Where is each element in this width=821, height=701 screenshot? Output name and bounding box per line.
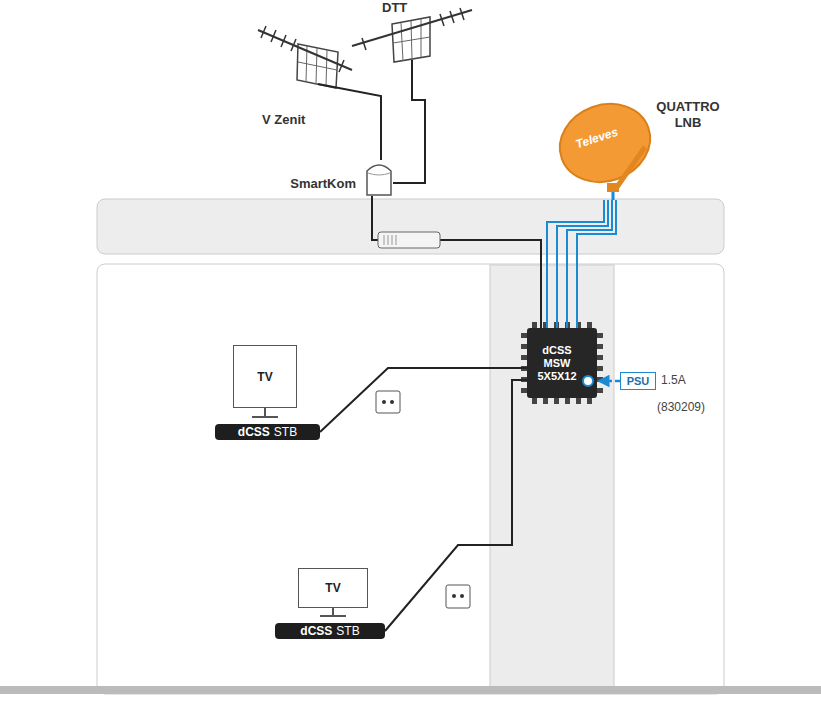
node-texts: PSU: [627, 375, 650, 387]
floor-bar: [0, 686, 821, 694]
yagi-boom: [352, 10, 472, 46]
lnb: [607, 183, 619, 192]
msw-port: [597, 388, 603, 393]
node-subtitle: QUATTRO LNB: [653, 99, 723, 131]
msw-port: [543, 398, 548, 404]
satellite-dish: TelevesQUATTRO LNB: [555, 95, 727, 200]
antenna-grid: [298, 46, 337, 86]
cable: [372, 196, 541, 328]
smartkom-housing: [367, 165, 391, 195]
antenna-label: DTT: [382, 0, 407, 15]
node-title: dCSS: [238, 425, 270, 439]
antenna-cable: [393, 60, 425, 183]
outlet-socket: [390, 400, 394, 404]
set-top-box: dCSS STB: [215, 424, 320, 440]
current-rating: 1.5A: [661, 373, 686, 387]
yagi-elements: [362, 8, 464, 50]
tv-stand: [320, 608, 346, 616]
outlet-socket: [460, 594, 464, 598]
part-number: (830209): [657, 400, 705, 414]
node-title: SmartKom: [290, 176, 356, 191]
yagi-elements: [261, 26, 344, 72]
amplifier: [378, 232, 440, 248]
yagi-boom: [258, 30, 352, 70]
amplifier-fins: [384, 235, 396, 245]
cable: [557, 200, 608, 328]
msw-port: [532, 398, 537, 404]
roof-band: [97, 199, 724, 254]
node-subtitle: STB: [274, 425, 297, 439]
node-texts: TV: [325, 581, 340, 595]
dish-reflector: [555, 95, 661, 194]
power-inlet: [583, 376, 593, 386]
cable: [547, 200, 604, 328]
node-texts: TV: [257, 370, 272, 384]
cable: [597, 380, 620, 383]
riser-column: [490, 265, 614, 688]
node-texts: dCSS STB: [300, 624, 359, 638]
antenna-cable: [318, 84, 381, 160]
lnb-arm: [617, 147, 645, 187]
multiswitch: dCSS MSW 5X5X12: [527, 328, 597, 398]
cable: [385, 380, 527, 631]
panel-antenna: [297, 44, 338, 88]
node-title: PSU: [627, 375, 650, 387]
building: [97, 264, 724, 694]
node-title: TV: [257, 370, 272, 384]
node-texts: dCSS MSW 5X5X12: [535, 344, 579, 383]
wall-outlet: [446, 585, 470, 608]
antenna-label: V Zenit: [262, 112, 305, 127]
msw-port: [576, 398, 581, 404]
msw-port: [597, 355, 603, 360]
cable: [567, 200, 612, 328]
tv-screen: TV: [233, 345, 297, 408]
node-texts: dCSS STB: [238, 425, 297, 439]
cable: [577, 200, 616, 328]
msw-port: [597, 344, 603, 349]
housing-seam: [368, 173, 390, 175]
set-top-box: dCSS STB: [275, 623, 385, 639]
msw-port: [587, 398, 592, 404]
msw-port: [554, 398, 559, 404]
wall-outlet: [376, 391, 400, 413]
cable: [320, 368, 527, 432]
smartkom-unit-outline: [366, 160, 392, 196]
node-title: dCSS MSW 5X5X12: [535, 344, 579, 383]
msw-port: [597, 366, 603, 371]
outlet-socket: [382, 400, 386, 404]
msw-port: [597, 333, 603, 338]
power-supply: PSU: [620, 372, 656, 390]
smartkom-unit: SmartKom: [366, 160, 392, 196]
msw-connectors: [521, 322, 603, 404]
msw-port: [565, 398, 570, 404]
outlet-socket: [452, 594, 456, 598]
node-title: dCSS: [300, 624, 332, 638]
node-title: TV: [325, 581, 340, 595]
node-subtitle: STB: [336, 624, 359, 638]
tv-stand: [252, 408, 278, 417]
lnb-cable: [612, 192, 615, 200]
tv-screen: TV: [298, 568, 368, 608]
